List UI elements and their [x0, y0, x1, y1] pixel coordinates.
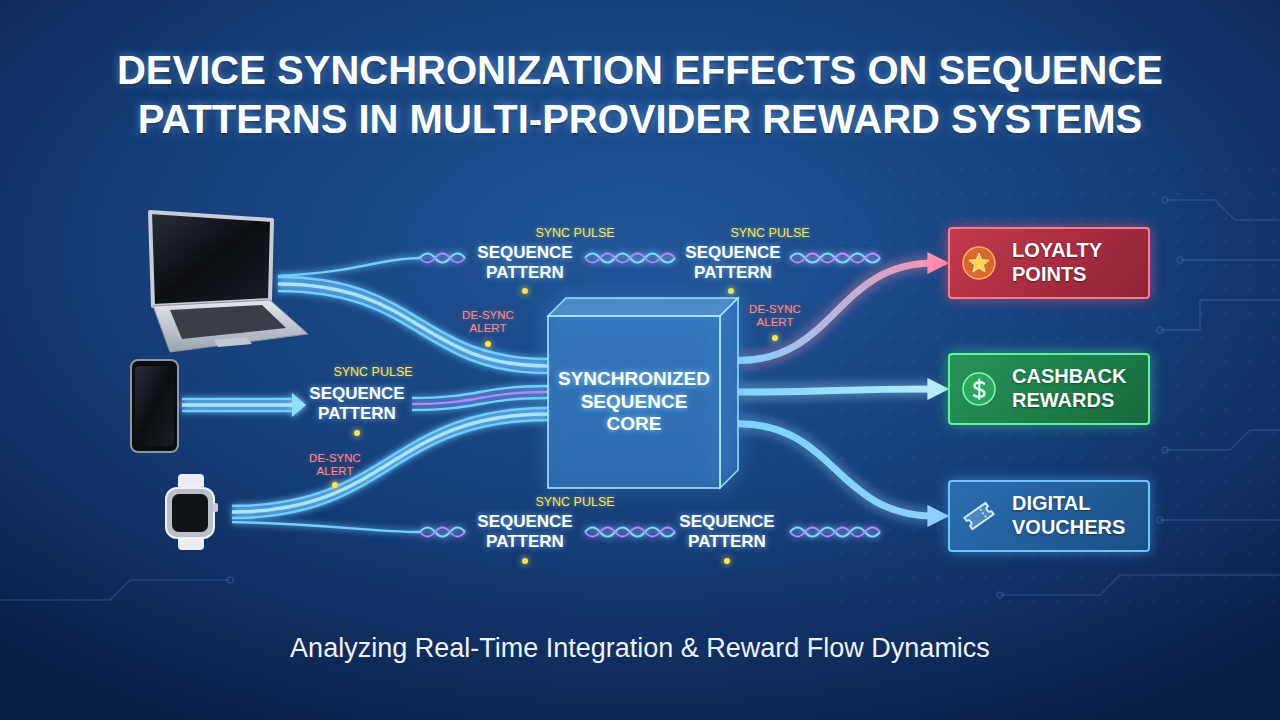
cube-front — [548, 316, 720, 488]
desync-alert-label: DE-SYNC ALERT — [304, 452, 366, 478]
sequence-pattern-label: SEQUENCE PATTERN — [477, 512, 572, 551]
box-text: LOYALTY POINTS — [1012, 239, 1102, 286]
laptop-stream — [278, 277, 548, 373]
reward-box: CASHBACK REWARDS — [948, 353, 1150, 425]
box-text: DIGITAL VOUCHERS — [1012, 492, 1125, 539]
node-label: LOYALTY POINTS — [1012, 239, 1102, 286]
sync-pulse-label: SYNC PULSE — [535, 226, 614, 240]
cube-top — [548, 298, 738, 316]
flow-arrow — [738, 424, 934, 516]
sync-pulse-label: SYNC PULSE — [535, 495, 614, 509]
box-text: CASHBACK REWARDS — [1012, 365, 1126, 412]
diagram-title: DEVICE SYNCHRONIZATION EFFECTS ON SEQUEN… — [90, 46, 1190, 144]
watch-icon — [166, 474, 218, 550]
node-label: SYNCHRONIZED SEQUENCE CORE — [558, 368, 710, 436]
diagram-caption: Analyzing Real-Time Integration & Reward… — [0, 632, 1280, 664]
laptop-icon — [150, 212, 308, 352]
ticket-icon — [962, 499, 996, 533]
sequence-pattern-label: SEQUENCE PATTERN — [309, 384, 404, 423]
desync-alert-label: DE-SYNC ALERT — [744, 303, 806, 329]
top-wave-branch — [278, 254, 880, 277]
sync-pulse-label: SYNC PULSE — [730, 226, 809, 240]
flow-arrow — [738, 389, 934, 392]
connector-glow — [738, 389, 934, 392]
cube-side — [720, 298, 738, 488]
dollar-icon — [962, 372, 996, 406]
reward-box: LOYALTY POINTS — [948, 227, 1150, 299]
node-label: CASHBACK REWARDS — [1012, 365, 1126, 412]
node-label: DIGITAL VOUCHERS — [1012, 492, 1125, 539]
sequence-pattern-label: SEQUENCE PATTERN — [679, 512, 774, 551]
sequence-core-cube: SYNCHRONIZED SEQUENCE CORE — [548, 298, 738, 488]
pulse-dots — [332, 288, 778, 564]
connector-glow — [738, 424, 934, 516]
cube-face: SYNCHRONIZED SEQUENCE CORE — [548, 316, 720, 488]
sequence-pattern-label: SEQUENCE PATTERN — [685, 243, 780, 282]
desync-alert-label: DE-SYNC ALERT — [457, 309, 519, 335]
circuit-traces — [0, 197, 1280, 600]
sync-pulse-label: SYNC PULSE — [333, 365, 412, 379]
star-icon — [962, 246, 996, 280]
watch-stream — [232, 408, 548, 518]
sequence-pattern-label: SEQUENCE PATTERN — [477, 243, 572, 282]
reward-box: DIGITAL VOUCHERS — [948, 480, 1150, 552]
phone-icon — [131, 360, 178, 452]
